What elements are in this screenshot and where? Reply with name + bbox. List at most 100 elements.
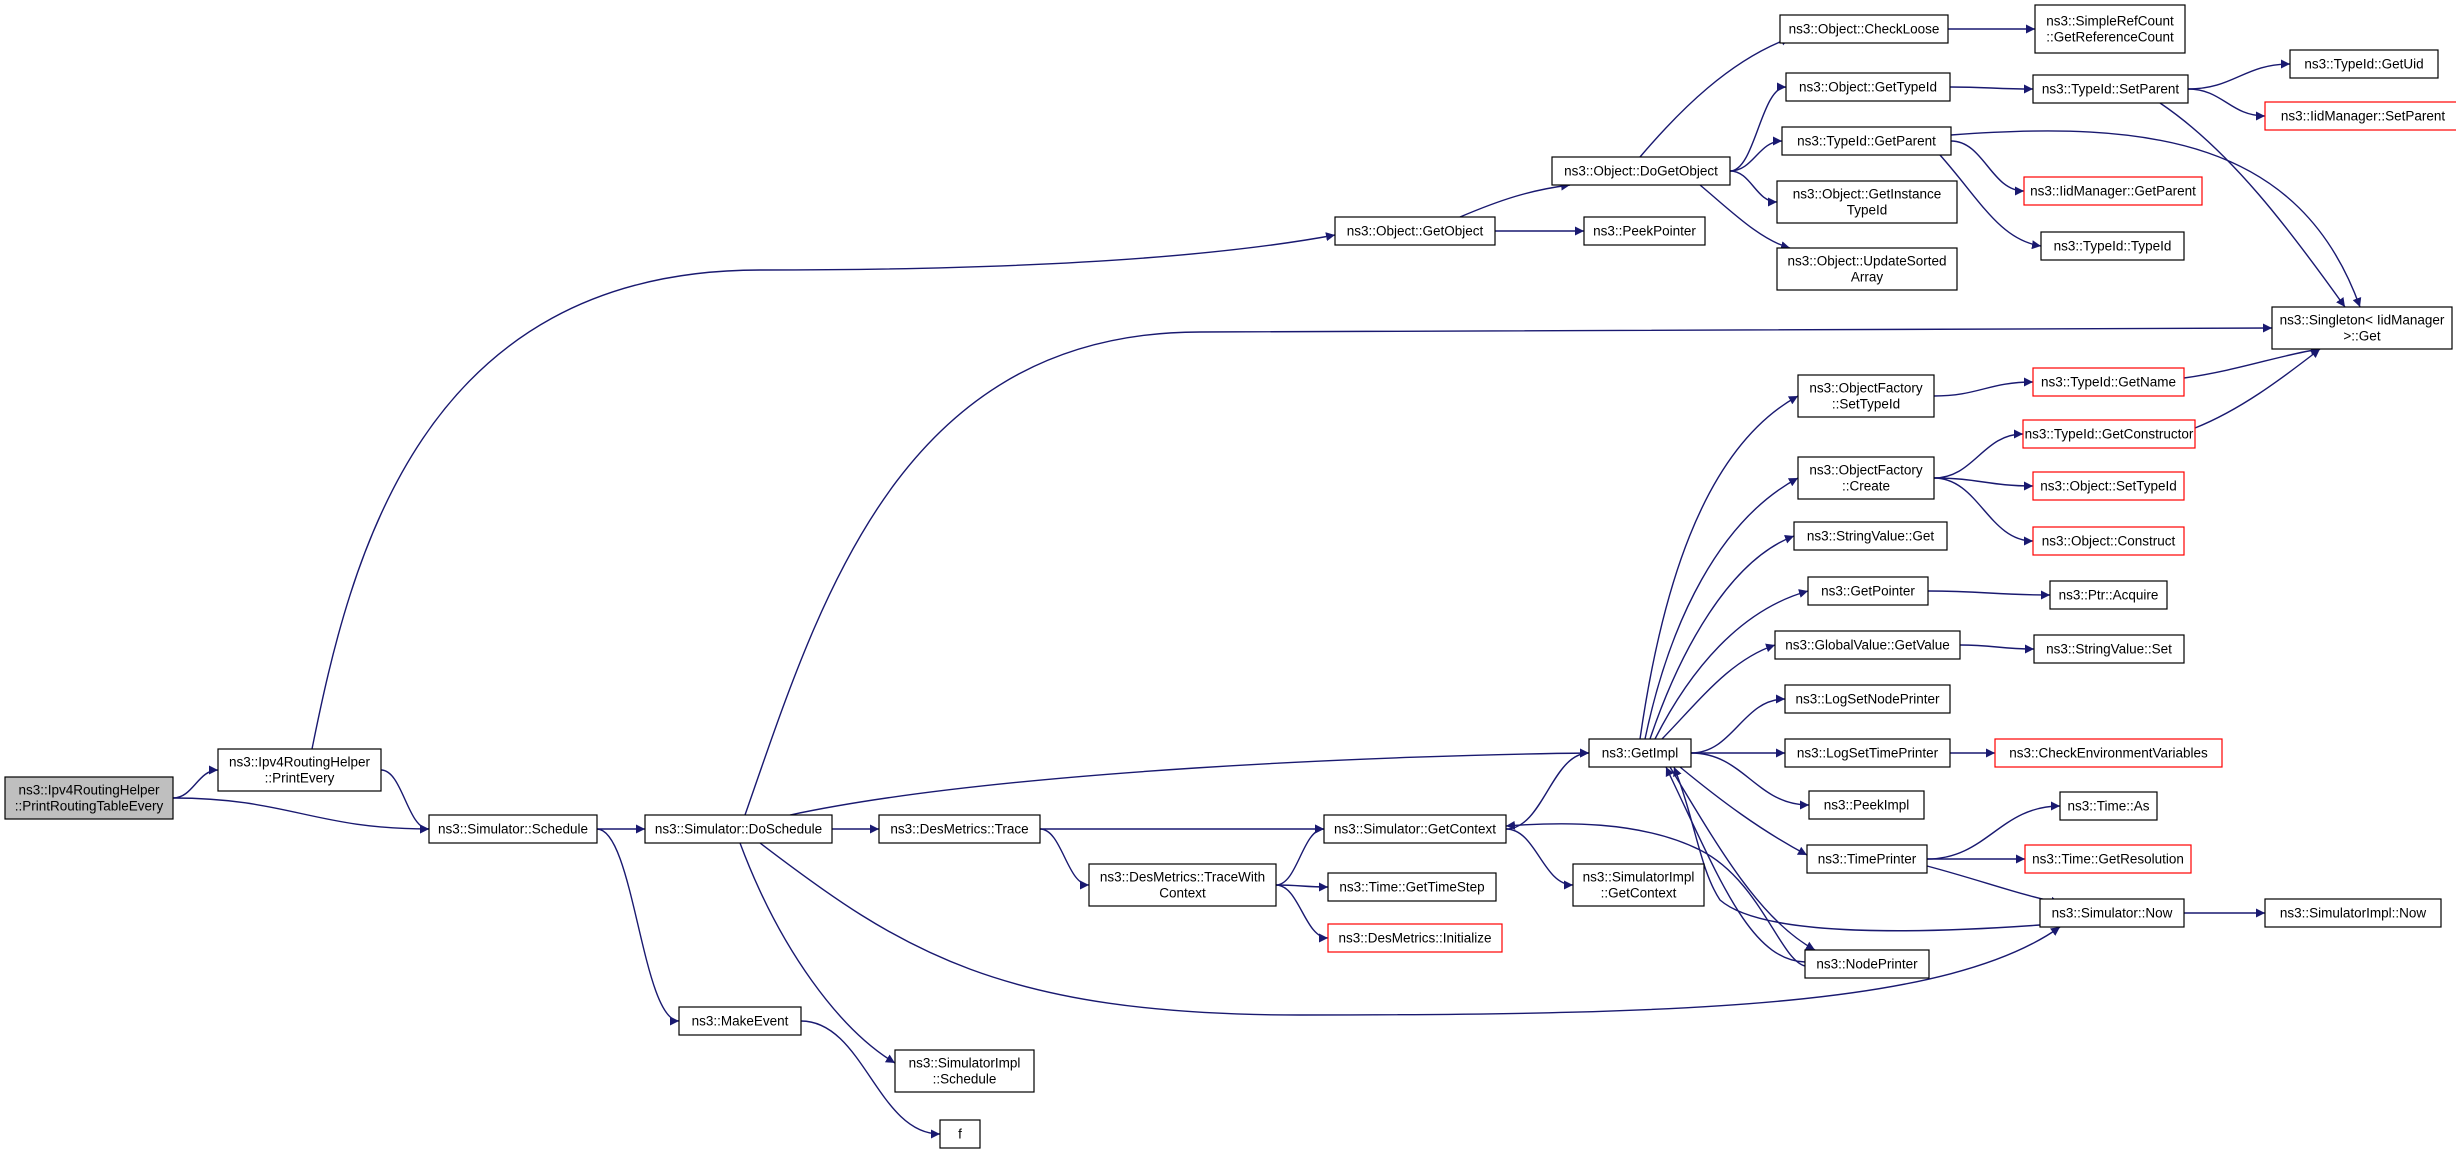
node-typeid-getconstructor[interactable]: ns3::TypeId::GetConstructor — [2022, 419, 2196, 449]
node-sim-now[interactable]: ns3::Simulator::Now — [2039, 898, 2185, 928]
node-sim-getcontext[interactable]: ns3::Simulator::GetContext — [1323, 814, 1507, 844]
node-desmetrics-init[interactable]: ns3::DesMetrics::Initialize — [1327, 923, 1503, 953]
node-box — [1774, 630, 1961, 660]
node-iid-getparent[interactable]: ns3::IidManager::GetParent — [2023, 176, 2203, 206]
node-box — [1781, 126, 1952, 156]
node-typeid-getuid[interactable]: ns3::TypeId::GetUid — [2289, 49, 2439, 79]
node-peekpointer[interactable]: ns3::PeekPointer — [1583, 216, 1706, 246]
node-box — [2039, 898, 2185, 928]
node-label: ::SetTypeId — [1832, 397, 1900, 412]
node-box — [2289, 49, 2439, 79]
node-root[interactable]: ns3::Ipv4RoutingHelper::PrintRoutingTabl… — [4, 776, 174, 820]
node-checkenv[interactable]: ns3::CheckEnvironmentVariables — [1994, 738, 2223, 768]
node-simimpl-now[interactable]: ns3::SimulatorImpl::Now — [2264, 898, 2442, 928]
node-label: ns3::Object::UpdateSorted — [1787, 254, 1946, 269]
node-label: ns3::Object::CheckLoose — [1789, 22, 1940, 37]
call-edge-printevery-to-getobject — [311, 232, 1336, 750]
node-label: ns3::Time::GetResolution — [2032, 852, 2184, 867]
node-obj-settypeid[interactable]: ns3::Object::SetTypeId — [2032, 471, 2185, 501]
node-label: Array — [1851, 270, 1884, 285]
node-logsettimeprinter[interactable]: ns3::LogSetTimePrinter — [1784, 738, 1951, 768]
call-edge-typeid-setparent-to-iid-setparent — [2187, 88, 2266, 121]
node-dogetobject[interactable]: ns3::Object::DoGetObject — [1551, 156, 1731, 186]
node-box — [1327, 923, 1503, 953]
call-edge-desmetrics-trace-to-desmetrics-tracewith — [1039, 828, 1090, 890]
call-edge-getimpl-to-globalvalue-getvalue — [1661, 643, 1776, 740]
node-label: ns3::DesMetrics::Trace — [890, 822, 1028, 837]
node-label: ns3::DesMetrics::Initialize — [1338, 931, 1491, 946]
node-label: f — [958, 1127, 962, 1142]
node-box — [1323, 814, 1507, 844]
node-label: TypeId — [1847, 203, 1888, 218]
call-edge-typeid-setparent-to-typeid-getuid — [2187, 59, 2291, 90]
node-label: ::Create — [1842, 479, 1890, 494]
node-label: ns3::SimulatorImpl — [909, 1056, 1021, 1071]
call-edge-typeid-getparent-to-iid-getparent — [1950, 140, 2025, 196]
node-box — [2040, 231, 2185, 261]
node-box — [4, 776, 174, 820]
node-of-create[interactable]: ns3::ObjectFactory::Create — [1797, 456, 1935, 500]
node-singleton-get[interactable]: ns3::Singleton< IidManager >::Get — [2271, 306, 2453, 350]
node-timeprinter[interactable]: ns3::TimePrinter — [1806, 844, 1928, 874]
call-edge-dogetobject-to-obj-gettypeid — [1729, 82, 1787, 172]
node-peekimpl[interactable]: ns3::PeekImpl — [1808, 790, 1925, 820]
node-checkloose[interactable]: ns3::Object::CheckLoose — [1779, 14, 1949, 44]
call-edge-root-to-printevery — [172, 765, 219, 799]
node-nodeprinter[interactable]: ns3::NodePrinter — [1804, 949, 1930, 979]
node-label: ns3::Object::SetTypeId — [2040, 479, 2177, 494]
node-box — [2049, 580, 2168, 610]
node-box — [1776, 180, 1958, 224]
node-box — [2264, 101, 2456, 131]
node-label: ns3::Ipv4RoutingHelper — [229, 755, 371, 770]
node-label: ns3::TypeId::GetParent — [1797, 134, 1936, 149]
call-edge-of-create-to-obj-construct — [1933, 477, 2034, 546]
node-obj-gettypeid[interactable]: ns3::Object::GetTypeId — [1785, 72, 1951, 102]
node-schedule[interactable]: ns3::Simulator::Schedule — [428, 814, 598, 844]
call-edge-typeid-getname-to-singleton-get — [2183, 345, 2321, 379]
node-printevery[interactable]: ns3::Ipv4RoutingHelper::PrintEvery — [217, 748, 382, 792]
node-typeid-typeid[interactable]: ns3::TypeId::TypeId — [2040, 231, 2185, 261]
node-label: ns3::TypeId::GetConstructor — [2025, 427, 2194, 442]
node-getobject[interactable]: ns3::Object::GetObject — [1334, 216, 1496, 246]
node-logsetnodeprinter[interactable]: ns3::LogSetNodePrinter — [1784, 684, 1951, 714]
node-simplerefcount[interactable]: ns3::SimpleRefCount::GetReferenceCount — [2034, 4, 2186, 54]
node-iid-setparent[interactable]: ns3::IidManager::SetParent — [2264, 101, 2456, 131]
node-getpointer[interactable]: ns3::GetPointer — [1807, 576, 1929, 606]
node-box — [878, 814, 1041, 844]
node-time-gettimestep[interactable]: ns3::Time::GetTimeStep — [1327, 872, 1497, 902]
call-edge-getobject-to-dogetobject — [1459, 181, 1571, 218]
node-obj-construct[interactable]: ns3::Object::Construct — [2032, 526, 2185, 556]
node-of-settypeid[interactable]: ns3::ObjectFactory::SetTypeId — [1797, 374, 1935, 418]
node-f[interactable]: f — [939, 1119, 981, 1149]
node-box — [1779, 14, 1949, 44]
call-edge-desmetrics-tracewith-to-desmetrics-init — [1275, 884, 1329, 943]
node-typeid-setparent[interactable]: ns3::TypeId::SetParent — [2032, 74, 2189, 104]
call-edge-obj-gettypeid-to-typeid-setparent — [1949, 84, 2034, 94]
node-globalvalue-getvalue[interactable]: ns3::GlobalValue::GetValue — [1774, 630, 1961, 660]
node-doschedule[interactable]: ns3::Simulator::DoSchedule — [644, 814, 833, 844]
node-ptr-acquire[interactable]: ns3::Ptr::Acquire — [2049, 580, 2168, 610]
node-typeid-getname[interactable]: ns3::TypeId::GetName — [2032, 367, 2185, 397]
node-box — [1994, 738, 2223, 768]
node-label: ns3::Ptr::Acquire — [2059, 588, 2159, 603]
edges-layer — [172, 24, 2362, 1139]
node-time-getresolution[interactable]: ns3::Time::GetResolution — [2024, 844, 2192, 874]
node-label: ::GetContext — [1601, 886, 1677, 901]
call-edge-globalvalue-getvalue-to-stringvalue-set — [1959, 644, 2035, 654]
node-box — [1797, 456, 1935, 500]
node-makeevent[interactable]: ns3::MakeEvent — [678, 1006, 802, 1036]
node-simimpl-getcontext[interactable]: ns3::SimulatorImpl::GetContext — [1572, 863, 1705, 907]
node-box — [1793, 521, 1948, 551]
node-simimpl-schedule[interactable]: ns3::SimulatorImpl::Schedule — [894, 1049, 1035, 1093]
node-label: ns3::SimpleRefCount — [2046, 14, 2174, 29]
node-time-as[interactable]: ns3::Time::As — [2059, 791, 2158, 821]
node-stringvalue-get[interactable]: ns3::StringValue::Get — [1793, 521, 1948, 551]
node-stringvalue-set[interactable]: ns3::StringValue::Set — [2033, 634, 2185, 664]
node-typeid-getparent[interactable]: ns3::TypeId::GetParent — [1781, 126, 1952, 156]
node-desmetrics-trace[interactable]: ns3::DesMetrics::Trace — [878, 814, 1041, 844]
node-label: ::PrintEvery — [265, 771, 335, 786]
node-getimpl[interactable]: ns3::GetImpl — [1588, 738, 1692, 768]
